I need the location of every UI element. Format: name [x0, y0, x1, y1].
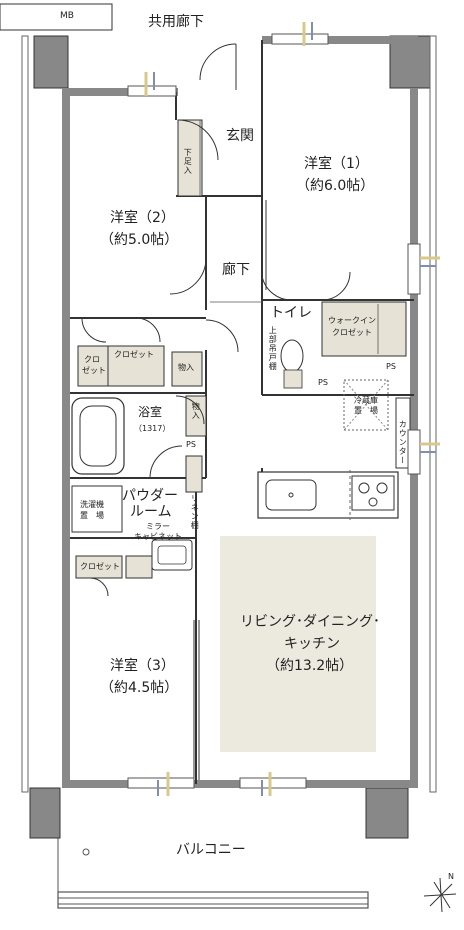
- sliding-doors: [193, 200, 267, 780]
- entrance-label: 玄関: [226, 128, 254, 144]
- ldk-floor: [220, 536, 376, 752]
- western-room-2-name: 洋室（2）: [110, 210, 175, 226]
- ps-label-toilet: PS: [318, 378, 328, 387]
- powder-room-label-1: パウダー: [122, 488, 178, 504]
- ldk-label-1: リビング･ダイニング･: [240, 614, 380, 630]
- ps-label-closet: PS: [386, 362, 396, 371]
- mirror-label-1: ミラー: [146, 522, 170, 531]
- windows: [127, 33, 421, 789]
- side-wall-right: [429, 35, 437, 793]
- closet3-label: クロゼット: [80, 562, 120, 571]
- powder-room-label-2: ルーム: [130, 504, 172, 520]
- western-room-2-size: （約5.0帖）: [100, 232, 179, 248]
- stove-icon: [351, 475, 395, 511]
- mirror-label-2: キャビネット: [134, 532, 182, 541]
- column: [365, 787, 409, 839]
- burner: [376, 482, 388, 494]
- column: [29, 787, 61, 839]
- ps-label-bath: PS: [186, 440, 196, 449]
- burner: [368, 497, 378, 507]
- window-markers: [144, 22, 440, 796]
- sink-drain: [288, 492, 294, 498]
- north-label: N: [448, 872, 454, 881]
- sink-icon: [265, 479, 317, 511]
- mb-box: [0, 3, 113, 31]
- balcony-label: バルコニー: [176, 842, 246, 858]
- north-arrow-icon: [423, 877, 457, 913]
- common-corridor-label: 共用廊下: [148, 14, 204, 30]
- western-room-1-size: （約6.0帖）: [296, 178, 375, 194]
- toilet-label: トイレ: [270, 305, 312, 321]
- western-room-3-size: （約4.5帖）: [100, 680, 179, 696]
- ldk-label-2: キッチン: [284, 636, 340, 652]
- balcony-area: [58, 790, 368, 908]
- bath-size: （1317）: [134, 424, 171, 433]
- outer-wall-left: [62, 88, 70, 788]
- counter-label: カウンター: [398, 420, 408, 465]
- shelf-lines: [199, 120, 379, 354]
- western-room-3-name: 洋室（3）: [110, 658, 175, 674]
- outer-wall-top-right: [262, 36, 418, 44]
- fridge-area: [343, 379, 389, 431]
- washer-label-2: 置 場: [80, 511, 104, 520]
- drain-icon: [82, 848, 90, 856]
- storage-fills: [75, 119, 407, 579]
- ldk-size: （約13.2帖）: [266, 658, 354, 674]
- mb-label: MB: [60, 11, 74, 21]
- fridge-label-1: 冷蔵庫: [354, 396, 378, 405]
- walkin-closet-label-2: クロゼット: [332, 328, 372, 337]
- washer-label-1: 洗濯機: [80, 500, 104, 509]
- linen-label: リネン棚: [190, 494, 200, 530]
- washer-area: [71, 485, 123, 533]
- walkin-closet-label-1: ウォークイン: [328, 316, 376, 325]
- burner: [358, 482, 370, 494]
- fridge-label-2: 置 場: [354, 406, 378, 415]
- outer-wall-top-left: [62, 88, 178, 96]
- closet-small-label-1: クロ: [84, 355, 100, 364]
- balcony-rail: [57, 891, 369, 909]
- closet-label: クロゼット: [114, 350, 154, 359]
- hallway-label: 廊下: [222, 262, 250, 278]
- door-swing-icon: [81, 43, 351, 597]
- closet-small-label-2: ゼット: [82, 366, 106, 375]
- column: [33, 35, 69, 89]
- toilet-icon: [280, 339, 304, 373]
- storage-label-2: 物入: [191, 402, 201, 420]
- shoe-storage-label: 下足入: [183, 148, 193, 175]
- interior-walls: [70, 40, 414, 784]
- side-wall-left: [21, 35, 29, 793]
- upper-cabinet-label: 上部吊戸棚: [268, 326, 278, 371]
- western-room-1-name: 洋室（1）: [304, 156, 369, 172]
- bath-label: 浴室: [138, 405, 163, 419]
- storage-label-1: 物入: [178, 363, 194, 372]
